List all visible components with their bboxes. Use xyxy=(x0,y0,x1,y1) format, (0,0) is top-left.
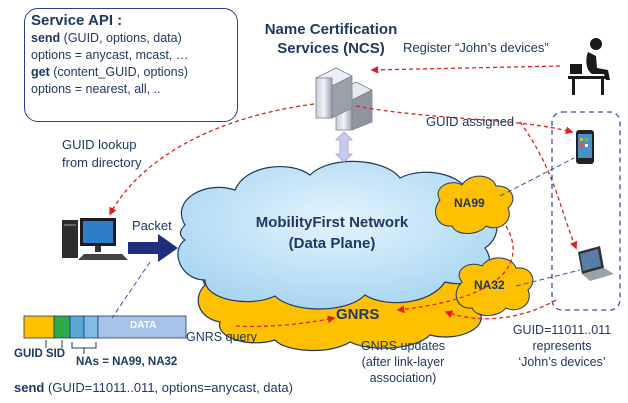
na32-cloud xyxy=(455,257,534,316)
network-title-line2: (Data Plane) xyxy=(288,235,376,252)
gnrs-query-arrow xyxy=(235,315,336,328)
ncs-title-line1: Name Certification xyxy=(264,21,398,38)
guid-assigned-arrow xyxy=(355,105,574,135)
ncs-title: Name Certification Services (NCS) xyxy=(246,20,416,58)
guid-represents-label: GUID=11011..011 represents ‘John’s devic… xyxy=(500,322,624,370)
bottom-send-keyword: send xyxy=(14,380,45,395)
nas-label: NAs = NA99, NA32 xyxy=(76,356,178,368)
ncs-network-arrow xyxy=(335,131,353,163)
bottom-send-call: send (GUID=11011..011, options=anycast, … xyxy=(14,380,293,395)
guid-represents-line1: GUID=11011..011 xyxy=(512,323,612,337)
ncs-server-icon xyxy=(315,67,373,131)
gnrs-updates-label: GNRS updates (after link-layer associati… xyxy=(356,338,450,386)
network-title-line1: MobilityFirst Network xyxy=(255,214,409,231)
guid-sid-label: GUID SID xyxy=(14,348,66,360)
bottom-send-args: (GUID=11011..011, options=anycast, data) xyxy=(44,380,293,395)
api-get-options: options = nearest, all, .. xyxy=(31,82,161,96)
api-get-keyword: get xyxy=(31,65,50,79)
packet-arrow xyxy=(128,234,178,262)
register-arrow xyxy=(370,65,561,74)
network-title: MobilityFirst Network (Data Plane) xyxy=(232,212,432,254)
user-at-desk-icon xyxy=(568,38,610,95)
desktop-computer-icon xyxy=(62,218,128,260)
gnrs-update-arrow-1 xyxy=(396,225,514,314)
laptop-icon xyxy=(578,246,614,281)
na99-phone-link xyxy=(499,157,575,197)
service-api-title: Service API : xyxy=(31,12,123,29)
guid-lookup-line2: from directory xyxy=(62,155,142,170)
johns-devices-box xyxy=(551,111,621,311)
guid-lookup-arrow xyxy=(109,103,315,216)
guid-lookup-line1: GUID lookup xyxy=(62,137,137,152)
gnrs-updates-line1: GNRS updates xyxy=(360,339,446,353)
nas-bracket xyxy=(71,342,97,354)
api-get-line: get (content_GUID, options) xyxy=(31,64,237,81)
api-send-args: (GUID, options, data) xyxy=(60,31,182,45)
gnrs-updates-line2: (after link-layer xyxy=(361,355,445,369)
red-dashed-arrows xyxy=(109,65,578,328)
guid-lookup-label: GUID lookup from directory xyxy=(62,136,141,172)
api-send-keyword: send xyxy=(31,31,61,45)
gnrs-label: GNRS xyxy=(336,306,380,323)
register-label: Register “John’s devices” xyxy=(403,40,549,55)
gnrs-updates-line3: association) xyxy=(369,371,437,385)
ncs-title-line2: Services (NCS) xyxy=(277,40,385,57)
api-get-args: (content_GUID, options) xyxy=(49,65,189,79)
guid-assigned-label: GUID assigned xyxy=(426,114,515,129)
na32-label: NA32 xyxy=(474,278,505,292)
smartphone-icon xyxy=(576,130,594,164)
packet-data-label: DATA xyxy=(130,320,157,331)
guid-represents-line3: ‘John’s devices’ xyxy=(518,355,606,369)
service-api-box: Service API : send (GUID, options, data)… xyxy=(24,8,238,122)
na32-laptop-link xyxy=(515,269,581,287)
gnrs-update-arrow-2 xyxy=(444,299,557,320)
gnrs-query-label: GNRS query xyxy=(186,330,257,344)
na99-cloud xyxy=(435,175,514,234)
na99-label: NA99 xyxy=(454,196,485,210)
api-send-line: send (GUID, options, data) xyxy=(31,30,237,47)
packet-label: Packet xyxy=(132,218,172,233)
guid-represents-line2: represents xyxy=(532,339,592,353)
api-send-options: options = anycast, mcast, … xyxy=(31,48,189,62)
packet-to-header-line xyxy=(111,261,151,319)
packet-header xyxy=(23,315,187,339)
ncs-to-laptop-arrow xyxy=(519,121,578,250)
